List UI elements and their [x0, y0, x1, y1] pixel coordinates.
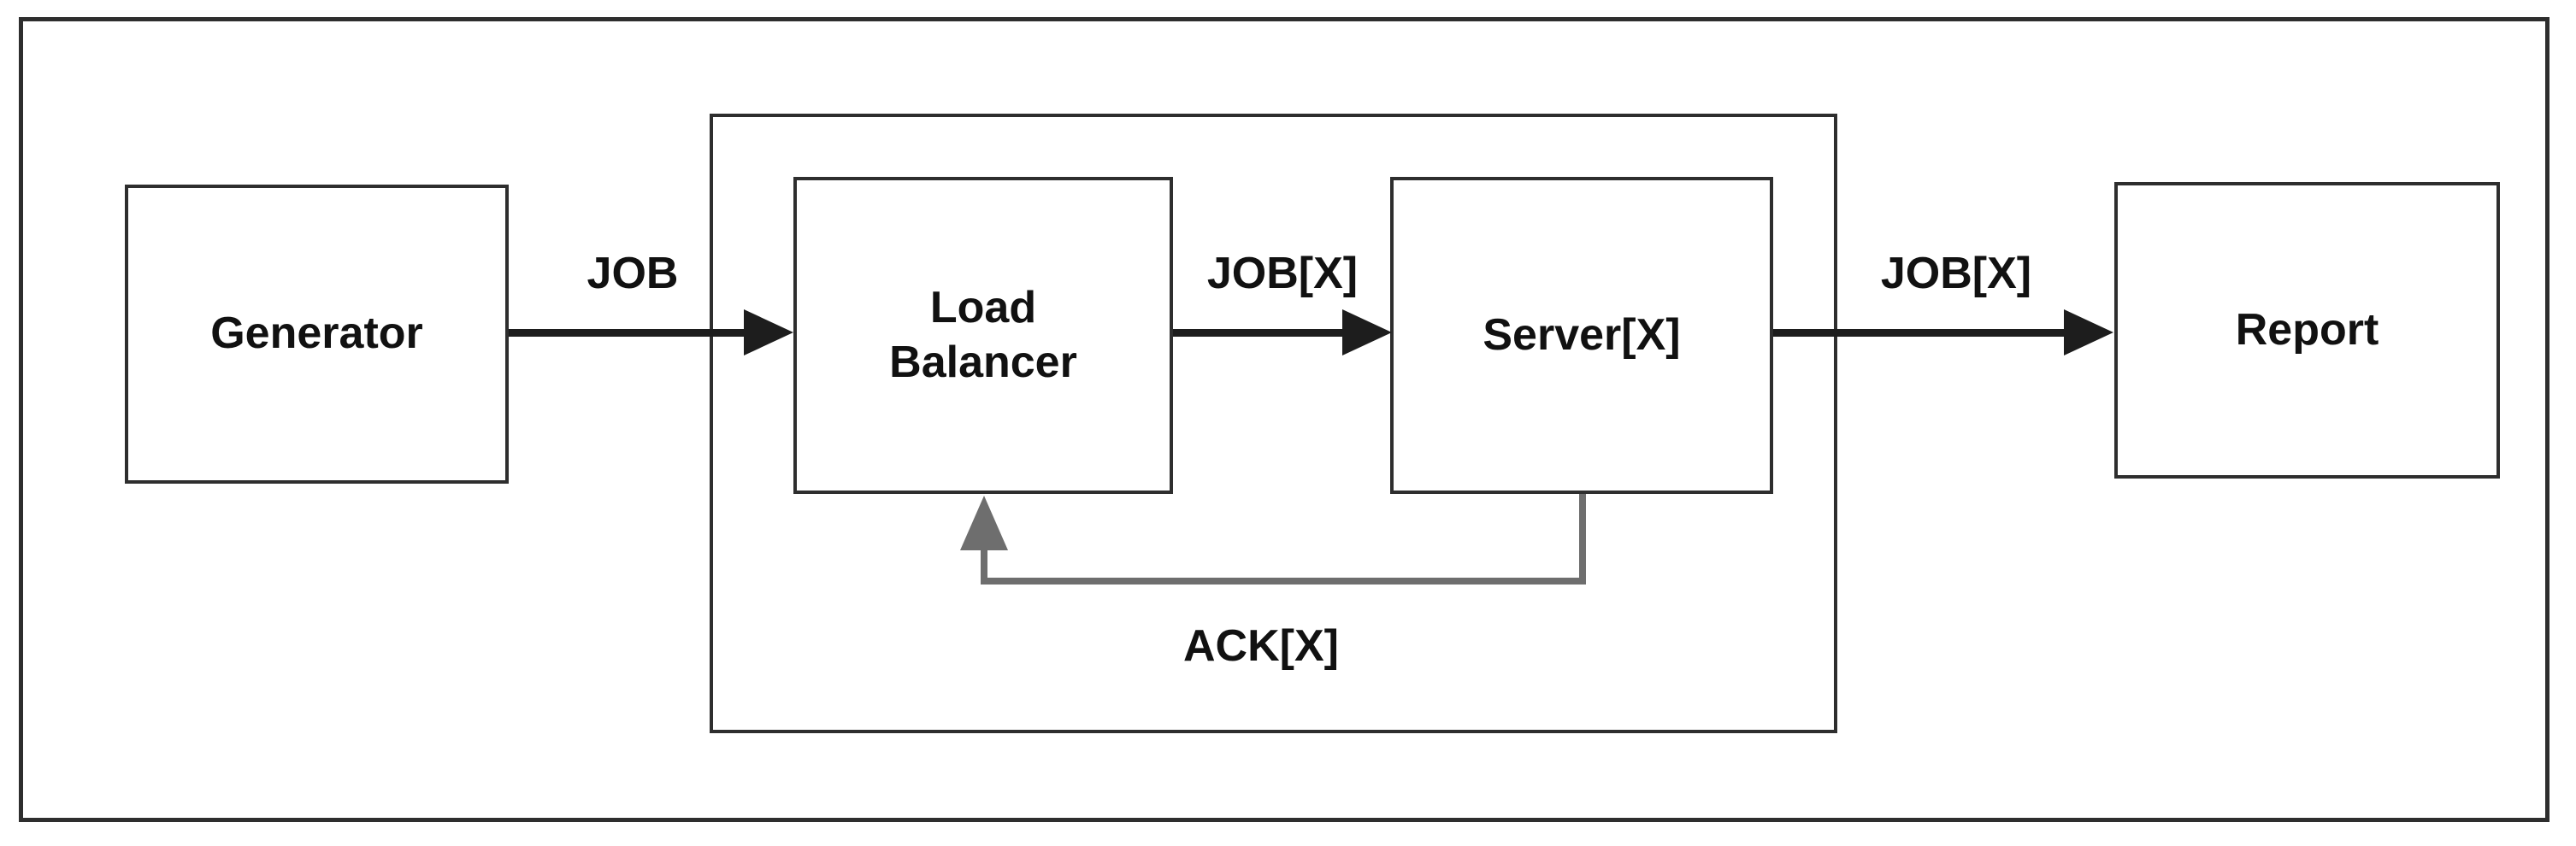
outer-frame	[19, 17, 2549, 822]
cluster-container	[710, 114, 1837, 733]
node-generator-label: Generator	[210, 308, 423, 359]
node-report: Report	[2114, 182, 2500, 479]
node-load-balancer: Load Balancer	[793, 177, 1173, 494]
edge-jobx-lb-server-label: JOB[X]	[1206, 249, 1359, 298]
edge-ack-segment-up	[981, 547, 987, 585]
edge-job-line	[509, 329, 748, 337]
edge-jobx-server-report-arrowhead-icon	[2064, 309, 2113, 355]
edge-ack-label: ACK[X]	[1183, 621, 1339, 671]
edge-ack-segment-horizontal	[981, 578, 1586, 585]
edge-job-arrowhead-icon	[744, 309, 793, 355]
edge-job-label: JOB	[587, 249, 679, 298]
edge-ack-segment-down	[1579, 494, 1586, 585]
node-load-balancer-label: Load Balancer	[889, 281, 1077, 390]
edge-jobx-server-report-line	[1773, 329, 2067, 337]
node-load-balancer-label-line2: Balancer	[889, 337, 1077, 387]
node-report-label: Report	[2235, 304, 2379, 355]
node-server: Server[X]	[1390, 177, 1773, 494]
edge-jobx-lb-server-line	[1173, 329, 1346, 337]
node-server-label: Server[X]	[1483, 309, 1681, 360]
edge-ack-arrowhead-icon	[960, 496, 1008, 550]
edge-jobx-server-report-label: JOB[X]	[1880, 249, 2032, 298]
node-generator: Generator	[125, 185, 509, 484]
node-load-balancer-label-line1: Load	[929, 283, 1037, 333]
edge-jobx-lb-server-arrowhead-icon	[1342, 309, 1392, 355]
